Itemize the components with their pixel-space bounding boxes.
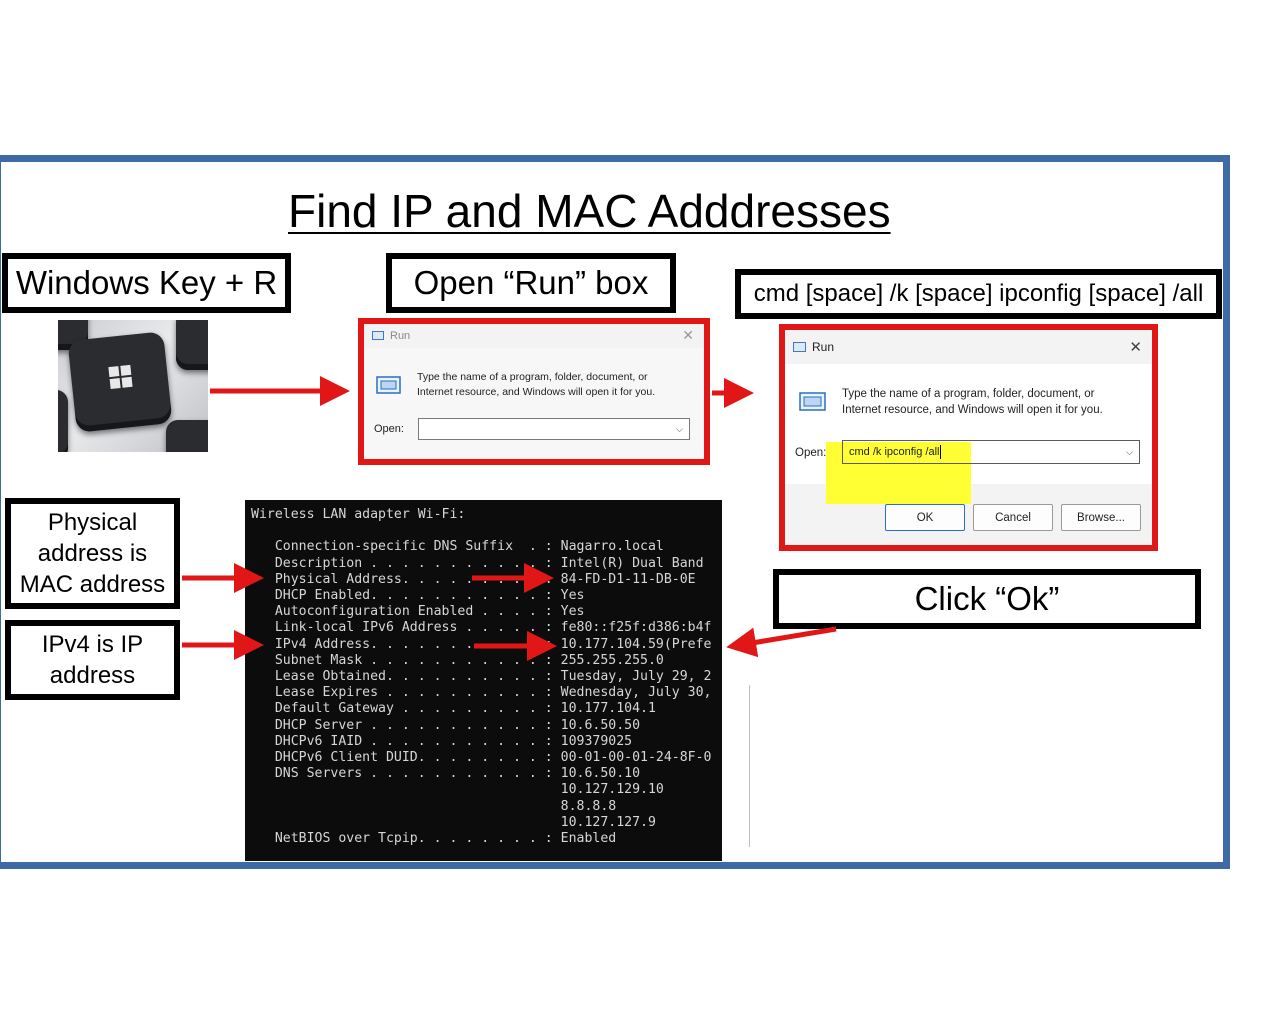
label-windows-key: Windows Key + R: [2, 253, 291, 313]
run-app-icon: [372, 331, 384, 340]
run-dialog-1-titlebar: Run ✕: [364, 324, 704, 348]
terminal-line: DNS Servers . . . . . . . . . . . : 10.6…: [251, 766, 641, 782]
label-physical-line-1: Physical: [47, 509, 138, 536]
label-ipv4: IPv4 is IP address: [5, 620, 180, 700]
run-dialog-2: Run ✕ Type the name of a program, folder…: [779, 324, 1158, 551]
text-cursor: [940, 445, 942, 459]
terminal-line: Lease Expires . . . . . . . . . . : Wedn…: [251, 685, 712, 701]
run-dialog-1-desc-line-1: Type the name of a program, folder, docu…: [417, 371, 648, 383]
terminal-line: IPv4 Address. . . . . . . . . . . : 10.1…: [251, 636, 712, 652]
terminal-line: 10.127.127.9: [251, 814, 656, 830]
run-dialog-1-open-label: Open:: [374, 423, 404, 435]
run-dialog-1-open-input[interactable]: ⌵: [418, 418, 690, 440]
terminal-line: Subnet Mask . . . . . . . . . . . : 255.…: [251, 652, 664, 668]
terminal-line: Lease Obtained. . . . . . . . . . : Tues…: [251, 669, 712, 685]
label-open-run-text: Open “Run” box: [413, 264, 649, 301]
run-program-icon: [799, 392, 826, 411]
label-physical: Physical address is MAC address: [5, 498, 180, 609]
terminal-line: Link-local IPv6 Address . . . . . : fe80…: [251, 620, 712, 636]
run-dialog-2-open-label: Open:: [795, 447, 827, 459]
terminal-line: Connection-specific DNS Suffix . : Nagar…: [251, 539, 664, 555]
run-dialog-2-body: Type the name of a program, folder, docu…: [785, 364, 1152, 504]
close-icon[interactable]: ✕: [682, 327, 694, 343]
chevron-down-icon[interactable]: ⌵: [1126, 446, 1133, 457]
label-ipv4-line-1: IPv4 is IP: [41, 631, 144, 658]
arrow-click-ok-to-ip: [726, 626, 837, 658]
label-cmd: cmd [space] /k [space] ipconfig [space] …: [735, 269, 1222, 319]
label-ipv4-line-2: address: [49, 662, 136, 689]
browse-button[interactable]: Browse...: [1061, 504, 1141, 531]
terminal-line: Description . . . . . . . . . . . : Inte…: [251, 555, 704, 571]
page-title: Find IP and MAC Adddresses: [288, 185, 891, 237]
run-dialog-1-title: Run: [390, 330, 411, 342]
terminal-line: Autoconfiguration Enabled . . . . : Yes: [251, 604, 585, 620]
run-dialog-1: Run ✕ Type the name of a program, folder…: [358, 318, 710, 465]
windows-key: [67, 331, 173, 433]
run-dialog-1-body: Type the name of a program, folder, docu…: [364, 348, 704, 459]
terminal-line: 10.127.129.10: [251, 782, 664, 798]
cancel-button[interactable]: Cancel: [973, 504, 1053, 531]
terminal-text: Wireless LAN adapter Wi-Fi: Connection-s…: [251, 507, 712, 847]
close-icon[interactable]: ✕: [1129, 339, 1142, 356]
label-click-ok-text: Click “Ok”: [914, 580, 1060, 617]
divider: [749, 685, 750, 847]
windows-key-image: [58, 320, 208, 452]
terminal-line: DHCPv6 IAID . . . . . . . . . . . : 1093…: [251, 733, 633, 749]
ok-button[interactable]: OK: [885, 504, 965, 531]
label-click-ok: Click “Ok”: [773, 569, 1201, 629]
run-dialog-2-open-input[interactable]: cmd /k ipconfig /all ⌵: [842, 440, 1140, 464]
run-app-icon: [793, 341, 806, 352]
run-dialog-2-titlebar: Run ✕: [785, 330, 1152, 364]
run-dialog-1-description: Type the name of a program, folder, docu…: [417, 370, 655, 400]
run-dialog-2-desc-line-1: Type the name of a program, folder, docu…: [842, 388, 1095, 400]
terminal-output: Wireless LAN adapter Wi-Fi: Connection-s…: [245, 500, 722, 861]
run-dialog-2-description: Type the name of a program, folder, docu…: [842, 386, 1103, 418]
label-open-run: Open “Run” box: [386, 253, 676, 313]
chevron-down-icon[interactable]: ⌵: [676, 423, 683, 434]
label-physical-line-3: MAC address: [19, 571, 166, 598]
run-program-icon: [376, 376, 401, 394]
terminal-line: Wireless LAN adapter Wi-Fi:: [251, 507, 466, 522]
terminal-line: DHCPv6 Client DUID. . . . . . . . : 00-0…: [251, 750, 712, 766]
terminal-line: DHCP Server . . . . . . . . . . . : 10.6…: [251, 717, 641, 733]
run-dialog-2-input-value: cmd /k ipconfig /all: [849, 446, 940, 458]
terminal-line: NetBIOS over Tcpip. . . . . . . . : Enab…: [251, 831, 617, 847]
terminal-line: 8.8.8.8: [251, 798, 617, 814]
run-dialog-2-title: Run: [812, 340, 835, 354]
label-windows-key-text: Windows Key + R: [15, 264, 278, 301]
highlight-marker: [826, 442, 971, 504]
run-dialog-2-desc-line-2: Internet resource, and Windows will open…: [842, 404, 1103, 416]
terminal-line: Default Gateway . . . . . . . . . : 10.1…: [251, 701, 656, 717]
terminal-line: DHCP Enabled. . . . . . . . . . . : Yes: [251, 588, 585, 604]
run-dialog-1-desc-line-2: Internet resource, and Windows will open…: [417, 386, 656, 398]
label-cmd-text: cmd [space] /k [space] ipconfig [space] …: [753, 280, 1204, 307]
label-physical-line-2: address is: [37, 540, 148, 567]
windows-logo-icon: [108, 364, 133, 390]
